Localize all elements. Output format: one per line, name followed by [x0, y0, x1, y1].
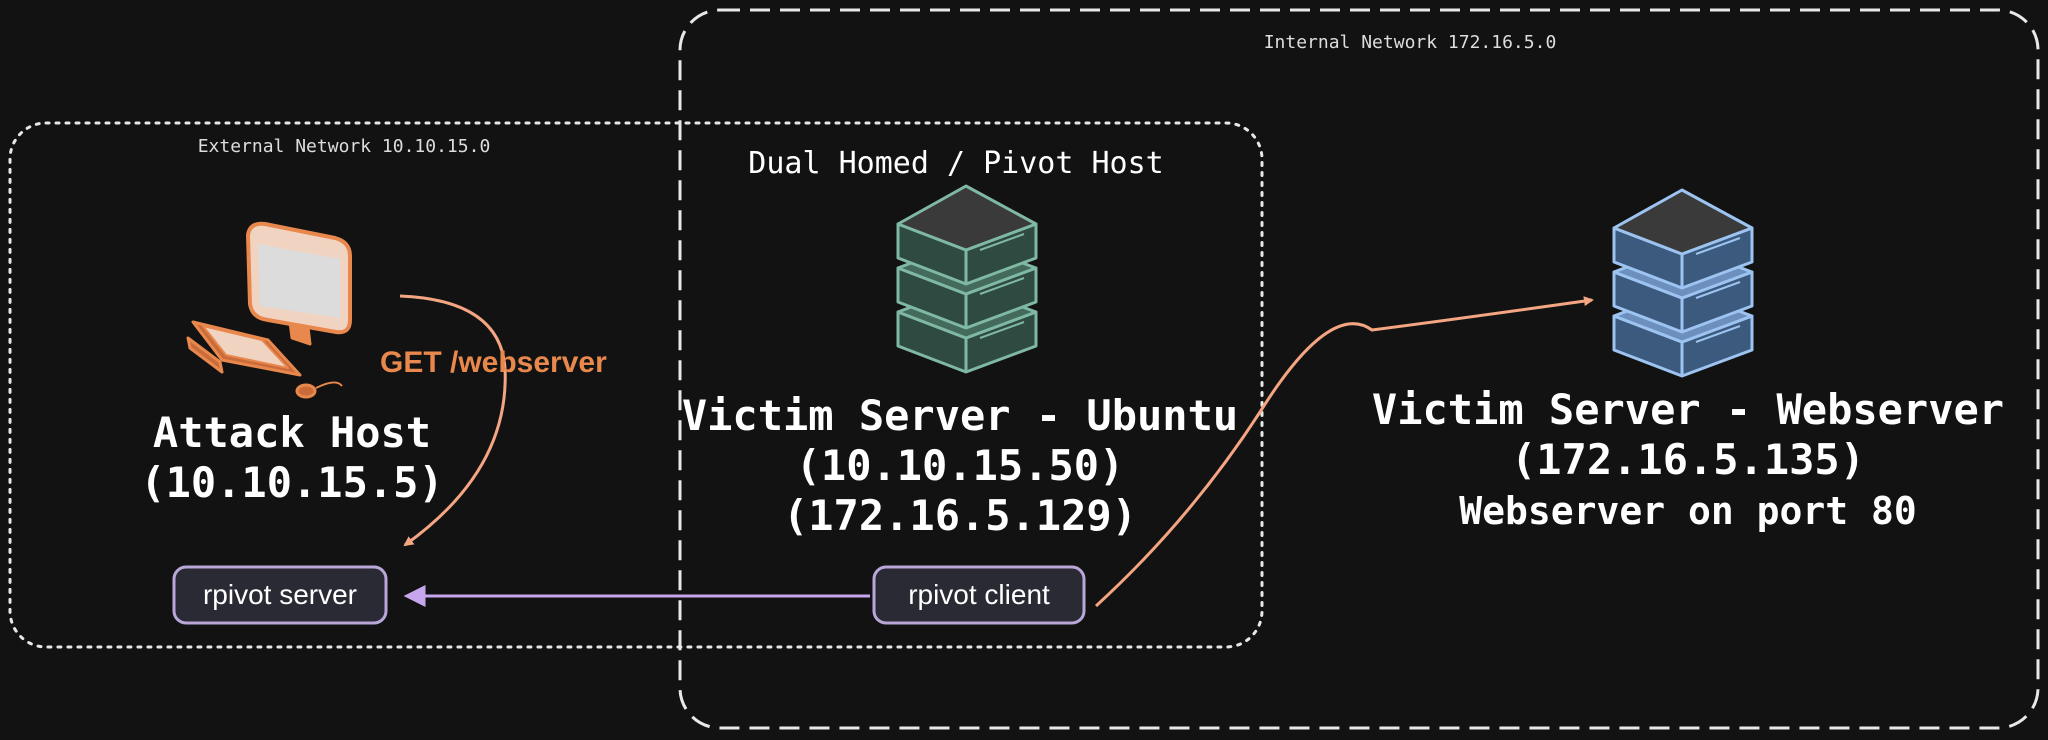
get-request-label: GET /webserver — [380, 346, 607, 379]
pivot-host-ip-external: (10.10.15.50) — [796, 441, 1125, 490]
webserver-server-stack-icon — [1612, 188, 1754, 378]
rpivot-server-label: rpivot server — [203, 579, 357, 610]
internal-network-label: Internal Network 172.16.5.0 — [1264, 32, 1557, 53]
pivot-host-name: Victim Server - Ubuntu — [682, 391, 1238, 440]
external-network-label: External Network 10.10.15.0 — [198, 136, 491, 157]
get-request-arrow — [399, 294, 507, 547]
computer-icon — [186, 221, 352, 399]
rpivot-client-badge: rpivot client — [872, 565, 1086, 625]
webserver-service: Webserver on port 80 — [1459, 489, 1917, 533]
webserver-name: Victim Server - Webserver — [1372, 385, 2004, 434]
webserver-ip: (172.16.5.135) — [1511, 435, 1865, 484]
rpivot-server-badge: rpivot server — [172, 565, 388, 625]
internal-network-boundary — [678, 8, 2040, 730]
attack-host-name: Attack Host — [153, 408, 431, 457]
client-to-webserver-arrow — [1094, 296, 1594, 608]
attack-host-ip: (10.10.15.5) — [140, 458, 443, 507]
rpivot-client-label: rpivot client — [908, 579, 1050, 610]
pivot-server-stack-icon — [896, 184, 1038, 374]
external-network-boundary — [8, 121, 1264, 649]
pivot-host-role: Dual Homed / Pivot Host — [748, 146, 1163, 181]
pivot-host-ip-internal: (172.16.5.129) — [783, 491, 1137, 540]
